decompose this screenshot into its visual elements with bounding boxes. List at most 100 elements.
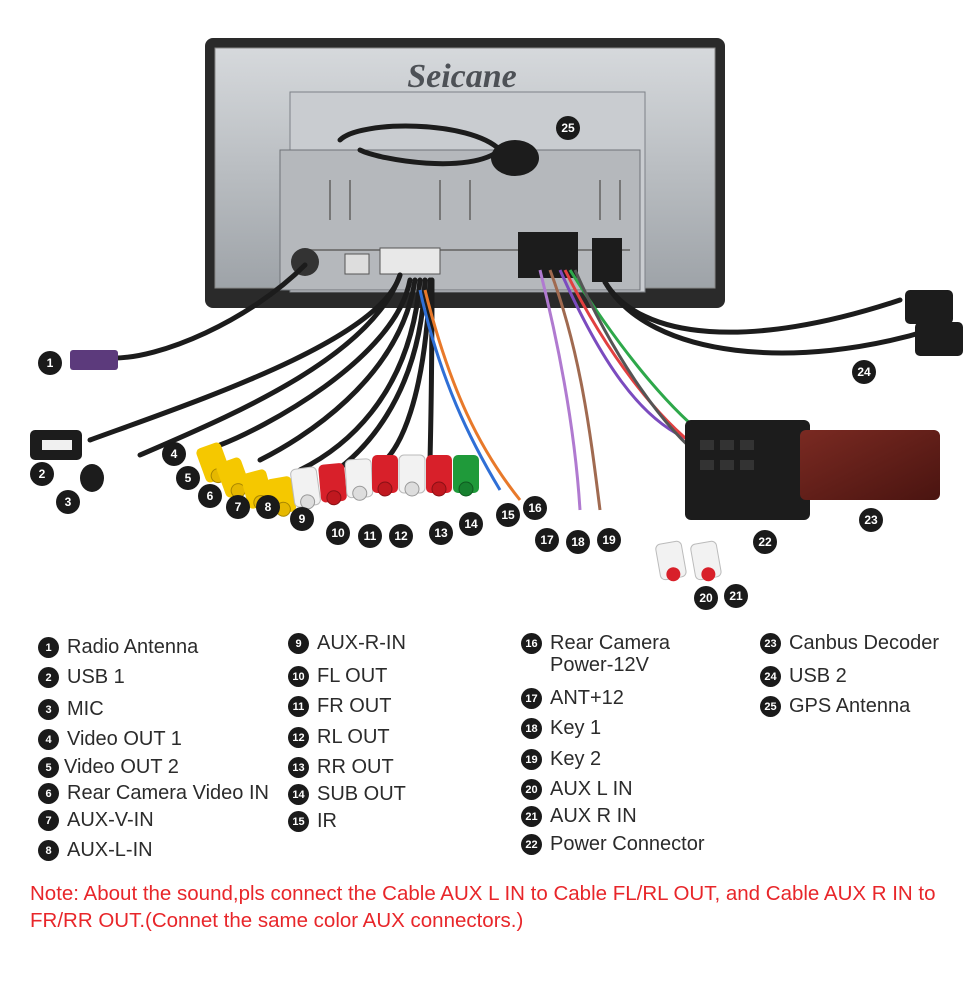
legend-item-15: 15 IR <box>288 810 337 832</box>
callout-13: 13 <box>429 521 453 545</box>
svg-text:24: 24 <box>857 365 871 379</box>
brand-logo: Seicane <box>407 58 517 95</box>
legend-number: 15 <box>288 811 309 832</box>
legend-label: Power Connector <box>550 833 705 855</box>
legend-label: Rear Camera Video IN <box>67 782 269 804</box>
legend-number: 23 <box>760 633 781 654</box>
legend-item-7: 7 AUX-V-IN <box>38 809 154 831</box>
legend-number: 21 <box>521 806 542 827</box>
svg-text:18: 18 <box>571 535 585 549</box>
svg-text:21: 21 <box>729 589 743 603</box>
legend-label: Radio Antenna <box>67 636 199 658</box>
usb-2-connector-a <box>905 290 953 324</box>
svg-text:22: 22 <box>758 535 772 549</box>
callout-19: 19 <box>597 528 621 552</box>
legend-label: RL OUT <box>317 726 390 748</box>
callout-numbers: 1 2 3 4 5 6 7 8 9 10 11 12 13 14 15 16 1… <box>30 116 883 610</box>
legend-label: IR <box>317 810 337 832</box>
legend-label: Key 2 <box>550 748 602 770</box>
callout-3: 3 <box>56 490 80 514</box>
legend-label: Canbus Decoder <box>789 632 940 654</box>
legend-label: Video OUT 1 <box>67 728 182 750</box>
legend-label: Key 1 <box>550 717 602 739</box>
legend-label: FL OUT <box>317 665 388 687</box>
callout-11: 11 <box>358 524 382 548</box>
svg-text:12: 12 <box>394 529 408 543</box>
callout-20: 20 <box>694 586 718 610</box>
svg-text:4: 4 <box>171 447 178 461</box>
callout-16: 16 <box>523 496 547 520</box>
legend-number: 19 <box>521 749 542 770</box>
legend-item-16: 16 Rear Camera Power-12V <box>521 632 670 676</box>
legend-item-8: 8 AUX-L-IN <box>38 839 153 861</box>
legend-label: AUX R IN <box>550 805 637 827</box>
svg-text:8: 8 <box>265 500 272 514</box>
legend-label: RR OUT <box>317 756 394 778</box>
legend-number: 11 <box>288 696 309 717</box>
sound-connection-note: Note: About the sound,pls connect the Ca… <box>30 882 936 932</box>
legend-item-21: 21 AUX R IN <box>521 805 637 827</box>
legend-label: FR OUT <box>317 695 392 717</box>
legend-label: ANT+12 <box>550 687 624 709</box>
callout-8: 8 <box>256 495 280 519</box>
legend-item-11: 11 FR OUT <box>288 695 391 717</box>
svg-text:20: 20 <box>699 591 713 605</box>
callout-24: 24 <box>852 360 876 384</box>
legend-item-19: 19 Key 2 <box>521 748 601 770</box>
svg-text:1: 1 <box>47 356 54 370</box>
callout-22: 22 <box>753 530 777 554</box>
legend-item-18: 18 Key 1 <box>521 717 601 739</box>
legend-label: AUX-V-IN <box>67 809 154 831</box>
legend-item-23: 23 Canbus Decoder <box>760 632 939 654</box>
legend-number: 24 <box>760 666 781 687</box>
legend-number: 22 <box>521 834 542 855</box>
legend-label: USB 1 <box>67 666 125 688</box>
svg-text:6: 6 <box>207 489 214 503</box>
callout-17: 17 <box>535 528 559 552</box>
legend-label: GPS Antenna <box>789 695 911 717</box>
svg-text:2: 2 <box>39 467 46 481</box>
legend-label: AUX-L-IN <box>67 839 153 861</box>
radio-antenna-plug <box>70 350 118 370</box>
legend-label: AUX L IN <box>550 778 633 800</box>
callout-5: 5 <box>176 466 200 490</box>
wiring-diagram: Seicane <box>30 38 963 610</box>
legend-number: 17 <box>521 688 542 709</box>
legend-number: 7 <box>38 810 59 831</box>
legend-number: 18 <box>521 718 542 739</box>
callout-21: 21 <box>724 584 748 608</box>
legend-number: 20 <box>521 779 542 800</box>
svg-text:16: 16 <box>528 501 542 515</box>
legend-number: 16 <box>521 633 542 654</box>
legend-label: Rear Camera Power-12V <box>550 632 671 676</box>
legend-item-25: 25 GPS Antenna <box>760 695 910 717</box>
callout-15: 15 <box>496 503 520 527</box>
legend-label: SUB OUT <box>317 783 406 805</box>
legend-number: 25 <box>760 696 781 717</box>
legend-number: 13 <box>288 757 309 778</box>
svg-text:15: 15 <box>501 508 515 522</box>
legend-number: 8 <box>38 840 59 861</box>
legend-item-20: 20 AUX L IN <box>521 778 633 800</box>
legend-number: 5 <box>38 757 59 778</box>
callout-7: 7 <box>226 495 250 519</box>
svg-text:5: 5 <box>185 471 192 485</box>
legend-number: 6 <box>38 783 59 804</box>
legend-item-22: 22 Power Connector <box>521 833 705 855</box>
svg-text:9: 9 <box>299 512 306 526</box>
callout-25: 25 <box>556 116 580 140</box>
callout-23: 23 <box>859 508 883 532</box>
callout-6: 6 <box>198 484 222 508</box>
svg-text:3: 3 <box>65 495 72 509</box>
svg-text:10: 10 <box>331 526 345 540</box>
callout-1: 1 <box>38 351 62 375</box>
